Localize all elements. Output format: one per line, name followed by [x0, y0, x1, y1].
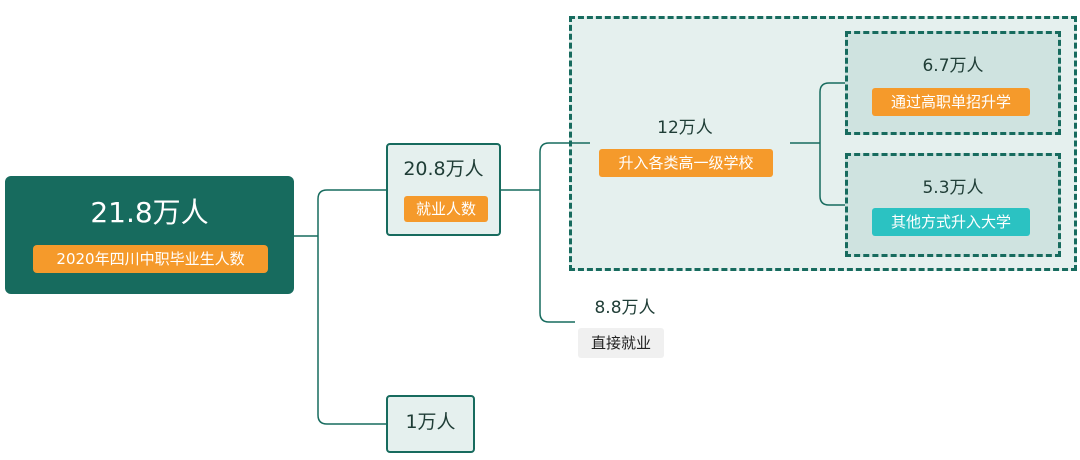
connector-root-other: [317, 236, 386, 425]
other-value: 1万人: [405, 411, 456, 433]
university-group: [845, 153, 1061, 257]
connector-higher-university: [819, 143, 845, 206]
vocational-college-value: 6.7万人: [922, 56, 984, 76]
direct-employment-value: 8.8万人: [594, 298, 656, 318]
employment-label: 就业人数: [404, 196, 488, 222]
connector-employment-higher: [539, 142, 590, 190]
connector-root-employment: [317, 189, 386, 236]
vocational-college-label: 通过高职单招升学: [872, 88, 1030, 116]
university-value: 5.3万人: [922, 178, 984, 198]
root-label: 2020年四川中职毕业生人数: [33, 245, 268, 273]
root-value: 21.8万人: [90, 196, 209, 229]
root-node: 21.8万人 2020年四川中职毕业生人数: [5, 176, 294, 294]
connector-employment-direct: [539, 190, 575, 323]
connector-higher-vocational: [819, 82, 845, 143]
vocational-college-group: [845, 31, 1061, 135]
higher-education-label: 升入各类高一级学校: [599, 149, 773, 177]
direct-employment-label: 直接就业: [578, 328, 664, 358]
employment-value: 20.8万人: [403, 158, 484, 180]
university-label: 其他方式升入大学: [872, 208, 1030, 236]
other-node: [386, 395, 475, 453]
higher-education-value: 12万人: [657, 118, 713, 138]
